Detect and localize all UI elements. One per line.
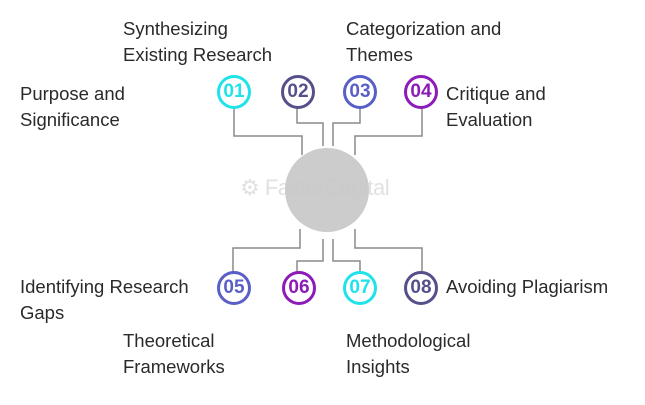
- connector-06: [296, 239, 324, 272]
- center-circle: [285, 148, 369, 232]
- watermark-logo: ⚙ FasterCapital: [240, 175, 390, 200]
- step-06-badge: 06: [282, 271, 316, 305]
- step-08-badge: 08: [404, 271, 438, 305]
- connector-04: [354, 108, 423, 155]
- step-03-badge: 03: [343, 75, 377, 109]
- connector-03: [332, 108, 361, 146]
- label-plagiarism: Avoiding Plagiarism: [446, 276, 609, 297]
- step-01-badge: 01: [217, 75, 251, 109]
- connector-05: [232, 229, 301, 272]
- step-02-badge: 02: [281, 75, 315, 109]
- step-05-badge: 05: [217, 271, 251, 305]
- connector-08: [354, 229, 423, 272]
- connector-07: [332, 239, 361, 272]
- step-04-badge: 04: [404, 75, 438, 109]
- connector-02: [296, 108, 324, 146]
- connector-01: [233, 108, 303, 155]
- step-07-badge: 07: [343, 271, 377, 305]
